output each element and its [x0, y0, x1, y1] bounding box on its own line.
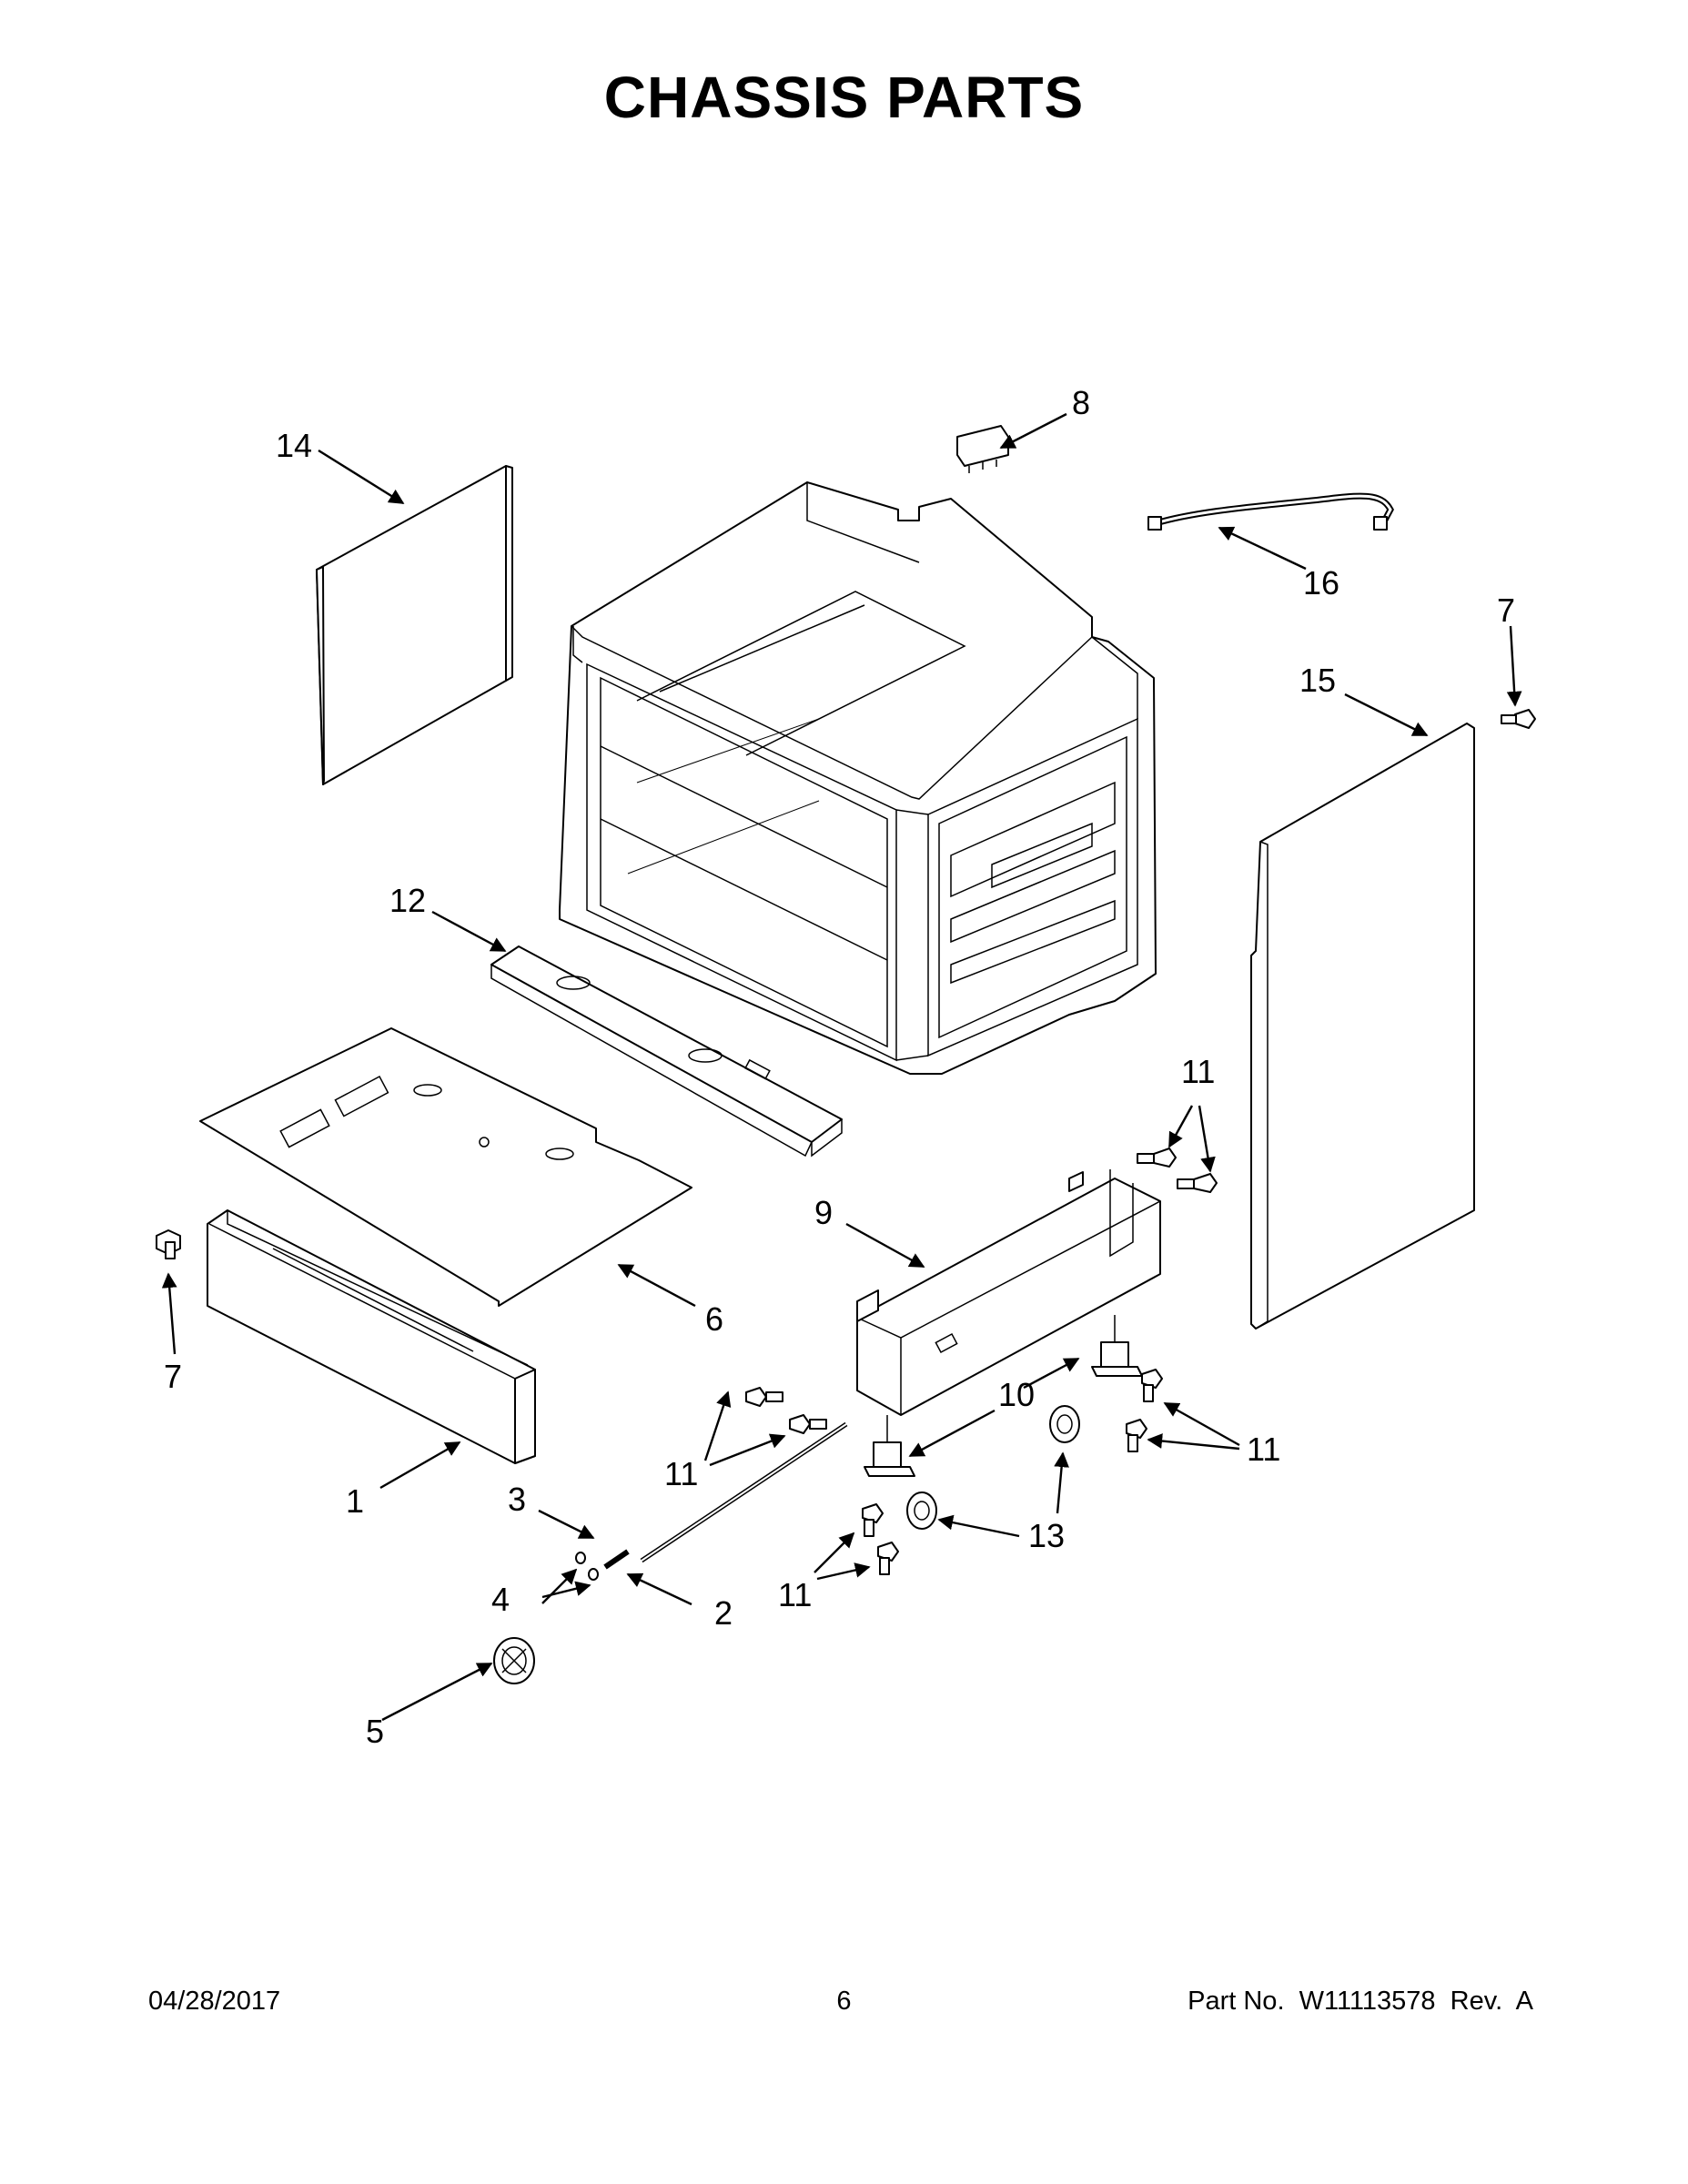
callout-labels: 14 8 16 7 15 12 6 7 1 3 4 2 5 9 10 13 11… — [164, 384, 1515, 1750]
part-7-screw-right — [1501, 709, 1536, 729]
part-5-foot — [493, 1637, 535, 1684]
oven-chassis-frame — [559, 481, 1157, 1075]
part-14-side-panel-left — [316, 465, 513, 785]
part-15-side-panel-right — [1250, 723, 1475, 1330]
part-11-screws — [745, 1148, 1218, 1575]
part-2-rod — [640, 1421, 848, 1563]
part-9-base-channel — [856, 1169, 1161, 1416]
callout-1: 1 — [346, 1482, 364, 1520]
part-12-front-bracket — [490, 945, 843, 1158]
callout-2: 2 — [714, 1594, 733, 1632]
callout-7-left: 7 — [164, 1358, 182, 1395]
callout-11-bottom: 11 — [778, 1576, 812, 1613]
callout-3: 3 — [508, 1481, 526, 1518]
callout-11-right: 11 — [1247, 1431, 1280, 1468]
callout-13: 13 — [1028, 1517, 1065, 1554]
part-8-terminal-block — [956, 425, 1009, 473]
callout-11-left: 11 — [664, 1455, 698, 1492]
callout-10: 10 — [998, 1376, 1035, 1413]
part-10-leveling-leg — [864, 1315, 1143, 1477]
part-1-toe-kick — [207, 1209, 536, 1464]
callout-5: 5 — [366, 1713, 384, 1750]
callout-15: 15 — [1299, 662, 1336, 699]
callout-11-top: 11 — [1181, 1053, 1215, 1090]
footer-page-number: 6 — [836, 1987, 852, 2016]
callout-arrows — [161, 412, 1522, 1722]
callout-14: 14 — [276, 427, 312, 464]
callout-16: 16 — [1303, 564, 1339, 602]
part-3-pin — [603, 1549, 630, 1570]
part-7-screw-left — [156, 1229, 181, 1259]
footer-part-number: Part No. W11113578 Rev. A — [1188, 1987, 1533, 2016]
page-title: CHASSIS PARTS — [603, 65, 1085, 130]
part-6-bottom-panel — [199, 1027, 692, 1307]
callout-9: 9 — [814, 1194, 833, 1231]
part-13-leg-cap — [906, 1405, 1080, 1530]
callout-6: 6 — [705, 1300, 723, 1338]
callout-4: 4 — [491, 1581, 510, 1618]
part-4-washers — [575, 1552, 599, 1581]
callout-7-right: 7 — [1497, 592, 1515, 629]
footer-date: 04/28/2017 — [148, 1987, 281, 2016]
callout-12: 12 — [389, 882, 426, 919]
callout-8: 8 — [1072, 384, 1090, 421]
part-16-gas-tube — [1147, 492, 1394, 531]
